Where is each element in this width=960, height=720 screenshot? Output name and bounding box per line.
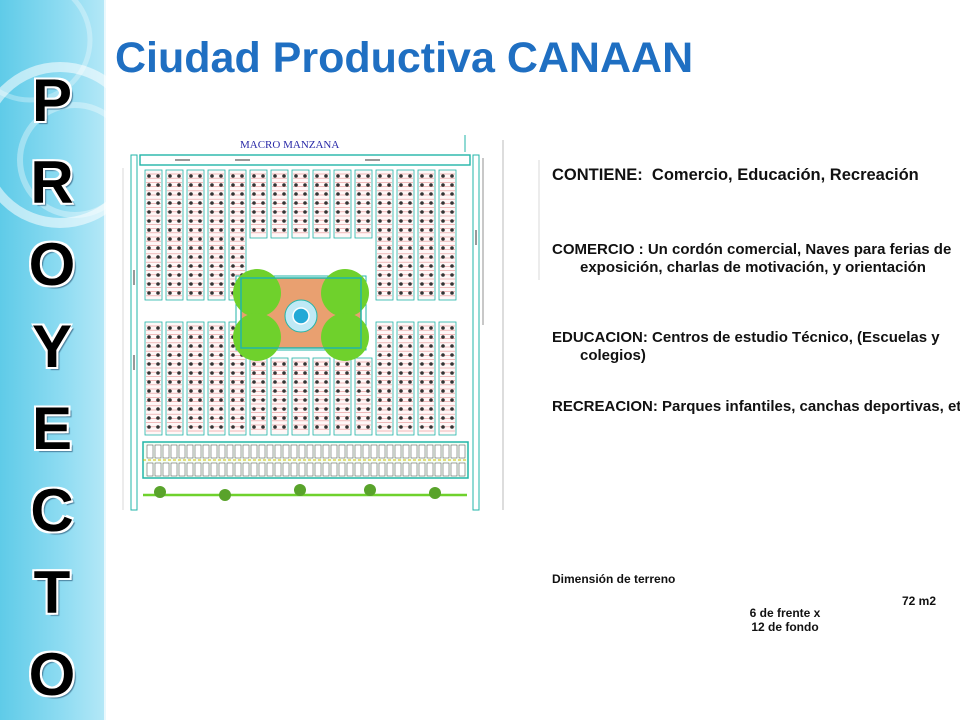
plan-drawing: MACRO MANZANA: [115, 130, 545, 514]
vertical-letter: C: [30, 477, 74, 544]
educacion-text: Centros de estudio Técnico, (Escuelas y …: [580, 329, 940, 364]
plan-label: MACRO MANZANA: [240, 139, 339, 151]
lot-block-south: [144, 321, 457, 436]
macro-manzana-plan: MACRO MANZANA: [115, 130, 545, 514]
central-plaza: [233, 269, 369, 361]
dimension-frente: 6 de frente x: [749, 606, 821, 620]
plaza-fountain: [292, 307, 310, 325]
dimension-area: 72 m2: [901, 594, 936, 608]
comercio-label: COMERCIO :: [552, 241, 644, 258]
educacion-label: EDUCACION:: [552, 329, 648, 346]
vertical-letter: R: [30, 149, 74, 216]
dimension-label: Dimensión de terreno: [552, 572, 676, 586]
tree: [219, 489, 231, 501]
contiene-text: Comercio, Educación, Recreación: [651, 166, 919, 184]
plaza-green-sw: [233, 313, 281, 361]
dimension-fondo: 12 de fondo: [751, 620, 819, 634]
plaza-green-ne: [321, 269, 369, 317]
recreacion-text: Parques infantiles, canchas deportivas, …: [662, 398, 960, 415]
contiene-paragraph: CONTIENE: Comercio, Educación, Recreació…: [552, 165, 960, 185]
sidebar: P R O Y E C T O: [0, 0, 106, 720]
vertical-letter: P: [31, 67, 73, 134]
recreacion-paragraph: RECREACION: Parques infantiles, canchas …: [552, 398, 960, 416]
vertical-letter: T: [33, 559, 71, 626]
commercial-strip: [142, 441, 469, 479]
comercio-text: Un cordón comercial, Naves para ferias d…: [580, 241, 952, 276]
comercio-paragraph: COMERCIO : Un cordón comercial, Naves pa…: [552, 241, 960, 277]
educacion-paragraph: EDUCACION: Centros de estudio Técnico, (…: [552, 329, 960, 365]
vertical-letter: O: [28, 641, 76, 708]
tree: [429, 487, 441, 499]
plaza-green-se: [321, 313, 369, 361]
vertical-letter: Y: [31, 313, 73, 380]
tree: [364, 484, 376, 496]
vertical-letter: E: [31, 395, 73, 462]
green-walkway: [143, 484, 467, 501]
vertical-word-proyecto: P R O Y E C T O: [27, 60, 77, 716]
recreacion-label: RECREACION:: [552, 398, 658, 415]
plaza-green-nw: [233, 269, 281, 317]
lot-block-north: [144, 169, 457, 301]
page-title: Ciudad Productiva CANAAN: [115, 34, 694, 82]
tree: [154, 486, 166, 498]
contiene-label: CONTIENE:: [552, 166, 643, 184]
outer-road: [139, 154, 471, 166]
dimension-size: 6 de frente x 12 de fondo: [700, 606, 870, 634]
sidebar-decoration: [0, 0, 106, 720]
tree: [294, 484, 306, 496]
vertical-letter: O: [28, 231, 76, 298]
